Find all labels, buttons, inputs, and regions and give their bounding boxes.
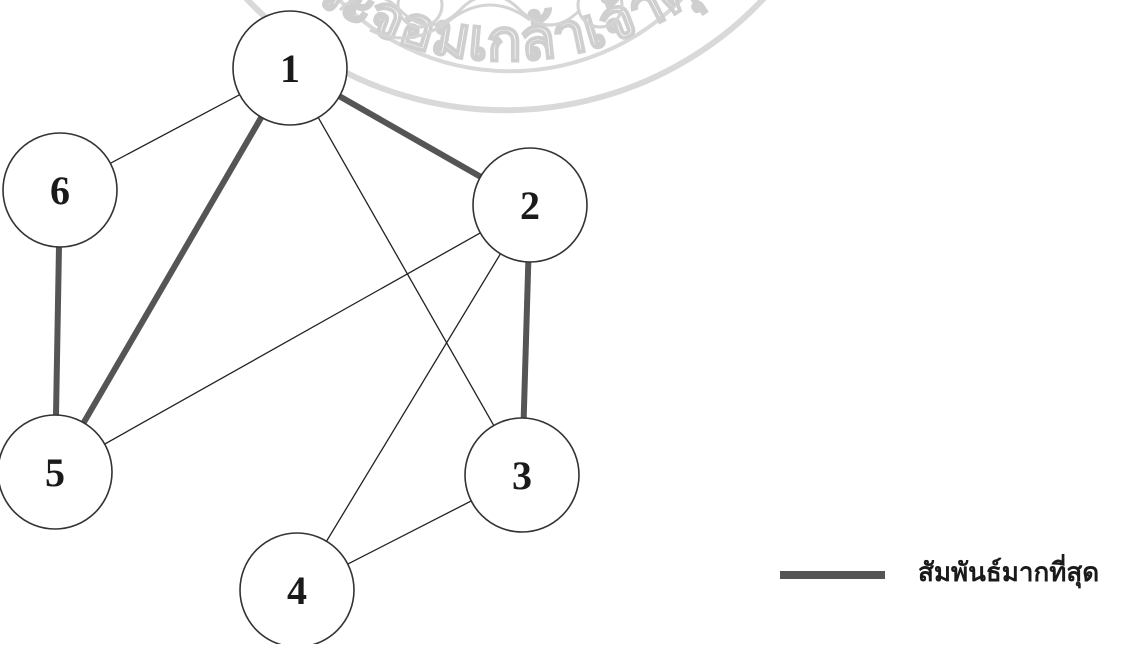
edge-layer — [52, 65, 533, 591]
node-label-5: 5 — [45, 450, 65, 495]
node-circle-3 — [464, 417, 580, 533]
edge-2-5 — [54, 204, 531, 473]
node-circle-5 — [0, 414, 113, 530]
node-layer: 1 2 3 4 5 6 — [0, 10, 588, 648]
node-4: 4 — [239, 532, 355, 648]
seal-inner-ring — [336, 0, 684, 74]
legend-label: สัมพันธ์มากที่สุด — [918, 558, 1100, 588]
node-label-4: 4 — [287, 568, 307, 613]
node-1: 1 — [232, 10, 348, 126]
node-5: 5 — [0, 414, 113, 530]
edge-1-5-strong — [52, 66, 293, 474]
node-circle-2 — [472, 147, 588, 263]
node-2: 2 — [472, 147, 588, 263]
node-6: 6 — [2, 132, 118, 248]
seal-emblem-icon — [338, 0, 624, 40]
node-label-1: 1 — [280, 46, 300, 91]
node-label-3: 3 — [512, 453, 532, 498]
node-label-2: 2 — [520, 183, 540, 228]
node-circle-6 — [2, 132, 118, 248]
watermark-seal: ยพระจอมเกล้าเจ้าคุณทห — [0, 0, 779, 114]
node-circle-1 — [232, 10, 348, 126]
edge-1-3 — [289, 67, 523, 476]
edge-2-4 — [296, 204, 531, 591]
node-3: 3 — [464, 417, 580, 533]
node-label-6: 6 — [50, 168, 70, 213]
